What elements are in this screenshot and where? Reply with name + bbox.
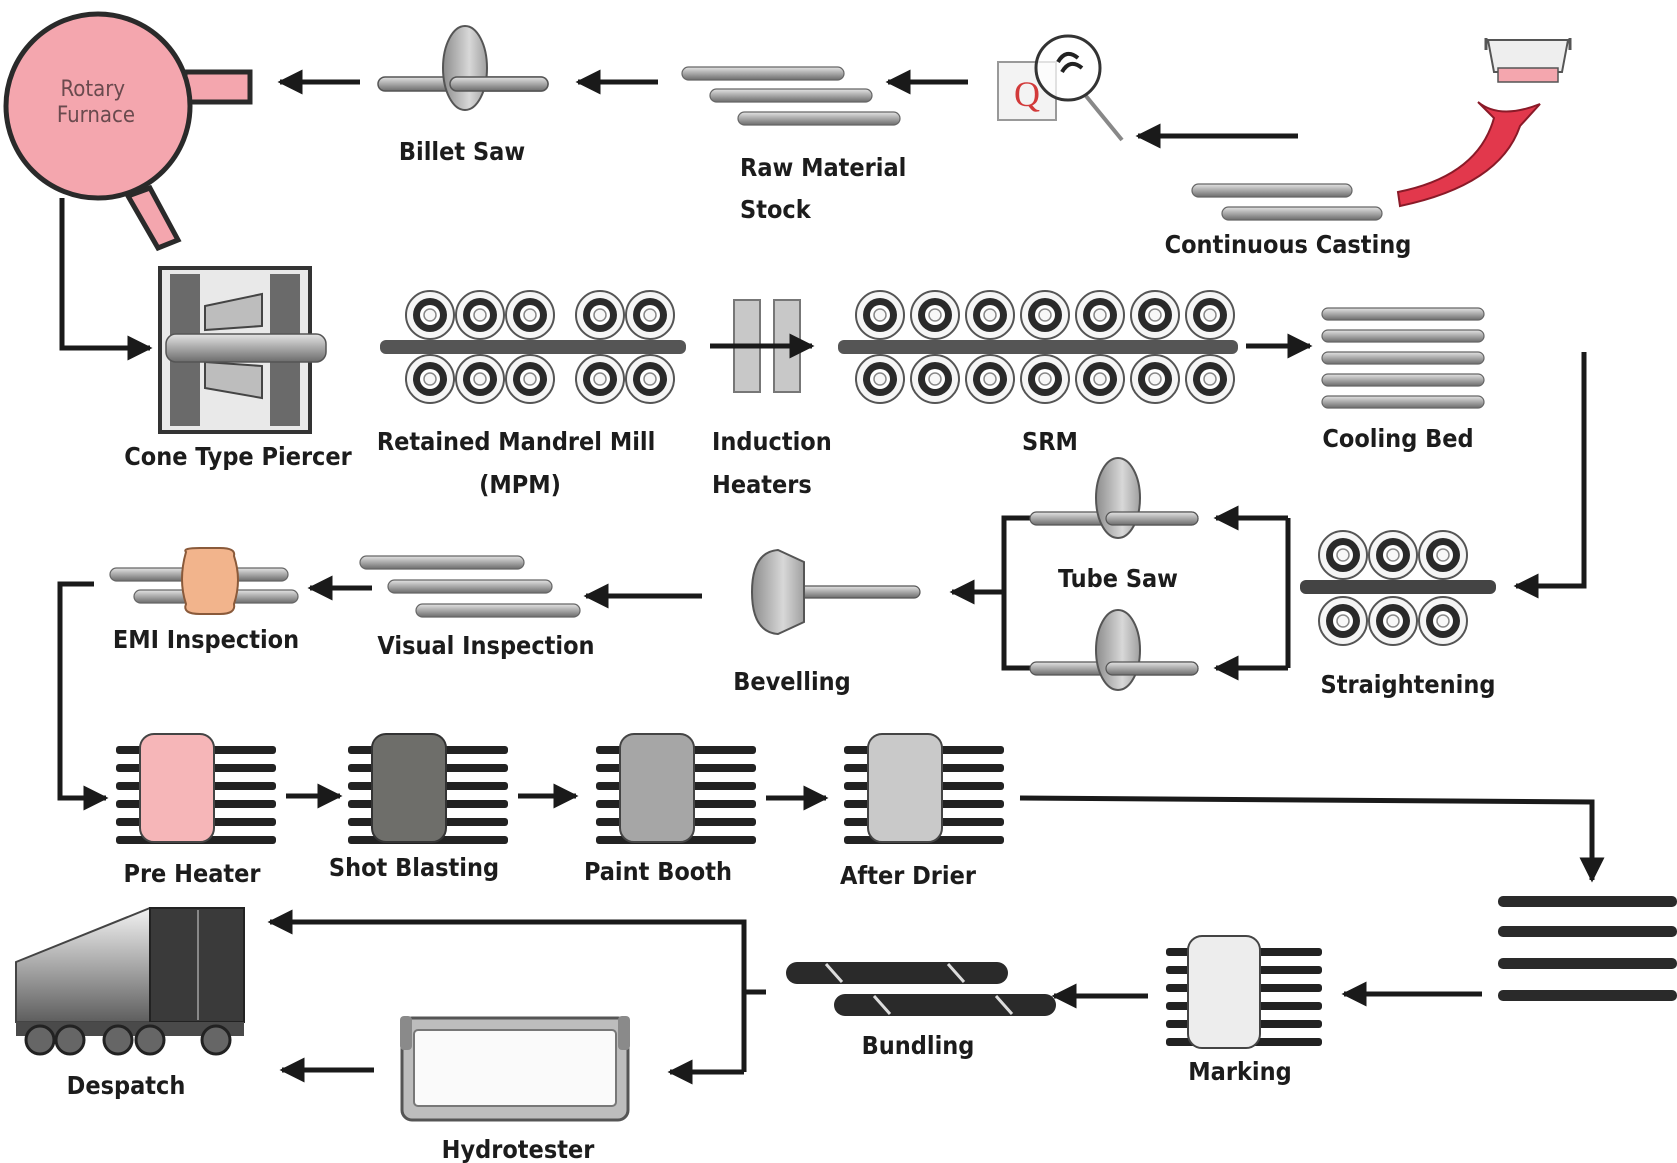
- inspection-mark: Q: [1014, 74, 1040, 114]
- roll-stand-icon: [380, 290, 686, 404]
- cooling-bed: Cooling Bed: [1321, 307, 1485, 453]
- tube-saw: Tube Saw: [1029, 457, 1199, 691]
- cone-type-piercer: Cone Type Piercer: [124, 266, 353, 471]
- continuous-casting: Continuous Casting: [1165, 38, 1572, 259]
- furnace-icon: [3, 11, 253, 252]
- piercer-label: Cone Type Piercer: [124, 442, 352, 471]
- despatch: Despatch: [15, 907, 245, 1100]
- mpm-label-line1: Retained Mandrel Mill: [377, 427, 655, 456]
- truck-icon: [15, 907, 245, 1056]
- pipe-stack-icon: [1498, 896, 1677, 1001]
- induction-label-line2: Heaters: [712, 470, 812, 499]
- finished-pipes: [1498, 896, 1677, 1001]
- ladle-icon: [1396, 38, 1572, 208]
- quality-check: Q: [997, 34, 1124, 142]
- oven-icon: [1166, 935, 1322, 1049]
- flow-arrow: [1019, 795, 1605, 883]
- hydrotester: Hydrotester: [400, 1016, 630, 1163]
- coil-icon: [109, 547, 299, 615]
- bevelling-label: Bevelling: [733, 667, 851, 696]
- tube-saw-label: Tube Saw: [1058, 564, 1178, 593]
- oven-icon: [844, 733, 1004, 844]
- marking: Marking: [1166, 935, 1322, 1086]
- hydrotester-label: Hydrotester: [442, 1135, 596, 1163]
- pre-heater-label: Pre Heater: [123, 859, 261, 888]
- pipe-stack-icon: [681, 66, 901, 126]
- flow-arrow: [57, 581, 109, 811]
- after-drier-label: After Drier: [840, 861, 977, 890]
- srm: SRM: [838, 290, 1238, 456]
- svg-text:Induction Heaters: Induction Heaters: [712, 427, 840, 499]
- pipe-stack-icon: [786, 962, 1056, 1016]
- furnace-label-line2: Furnace: [57, 103, 135, 128]
- magnifier-icon: Q: [997, 34, 1124, 142]
- rotary-furnace: Rotary Furnace: [3, 11, 253, 252]
- pre-heater: Pre Heater: [116, 733, 276, 888]
- billet-saw-label: Billet Saw: [399, 137, 525, 166]
- svg-text:Raw Material Stock: Raw Material Stock: [740, 153, 914, 224]
- mpm-label-line2: (MPM): [479, 470, 561, 499]
- raw-material-stock: Raw Material Stock: [681, 66, 914, 224]
- srm-label: SRM: [1022, 427, 1078, 456]
- emi-inspection-label: EMI Inspection: [113, 625, 299, 654]
- tank-icon: [400, 1016, 630, 1122]
- raw-material-label-line1: Raw Material: [740, 153, 906, 182]
- oven-icon: [116, 733, 276, 844]
- piercer-icon: [158, 266, 327, 434]
- retained-mandrel-mill: Retained Mandrel Mill (MPM): [377, 290, 686, 499]
- emi-inspection: EMI Inspection: [109, 547, 299, 654]
- svg-text:Rotary Furnace: Rotary Furnace: [57, 77, 135, 128]
- flow-line: [1001, 515, 1030, 671]
- roll-stand-icon: [838, 290, 1238, 404]
- visual-inspection: Visual Inspection: [359, 555, 595, 660]
- marking-label: Marking: [1188, 1057, 1291, 1086]
- svg-text:Retained Mandrel Mill (M: Retained Mandrel Mill (MPM): [377, 427, 663, 499]
- continuous-casting-label: Continuous Casting: [1165, 230, 1412, 259]
- bundling: Bundling: [786, 962, 1056, 1060]
- despatch-label: Despatch: [67, 1071, 186, 1100]
- induction-label-line1: Induction: [712, 427, 832, 456]
- furnace-label-line1: Rotary: [61, 77, 126, 102]
- after-drier: After Drier: [840, 733, 1004, 890]
- bundling-label: Bundling: [862, 1031, 975, 1060]
- straightening-label: Straightening: [1321, 670, 1496, 699]
- pipe-stack-icon: [359, 555, 581, 618]
- saw-icon: [1029, 609, 1199, 691]
- flow-arrow: [1513, 352, 1587, 599]
- oven-icon: [348, 733, 508, 844]
- visual-inspection-label: Visual Inspection: [377, 631, 594, 660]
- pipe-stack-icon: [1191, 183, 1383, 221]
- oven-icon: [596, 733, 756, 844]
- roll-stand-icon: [1300, 530, 1496, 646]
- saw-icon: [1029, 457, 1199, 539]
- straightening: Straightening: [1300, 530, 1496, 699]
- cooling-bed-label: Cooling Bed: [1322, 424, 1473, 453]
- induction-heaters: Induction Heaters: [710, 299, 840, 499]
- flow-arrow: [267, 909, 747, 1072]
- raw-material-label-line2: Stock: [740, 195, 812, 224]
- billet-saw: Billet Saw: [377, 25, 549, 166]
- shot-blasting: Shot Blasting: [329, 733, 508, 882]
- bevelling: Bevelling: [733, 548, 921, 696]
- saw-icon: [377, 25, 549, 111]
- flow-arrow: [59, 198, 153, 361]
- paint-booth-label: Paint Booth: [584, 857, 732, 886]
- bevel-icon: [750, 548, 921, 636]
- cooling-bed-icon: [1321, 307, 1485, 409]
- shot-blasting-label: Shot Blasting: [329, 853, 499, 882]
- paint-booth: Paint Booth: [584, 733, 756, 886]
